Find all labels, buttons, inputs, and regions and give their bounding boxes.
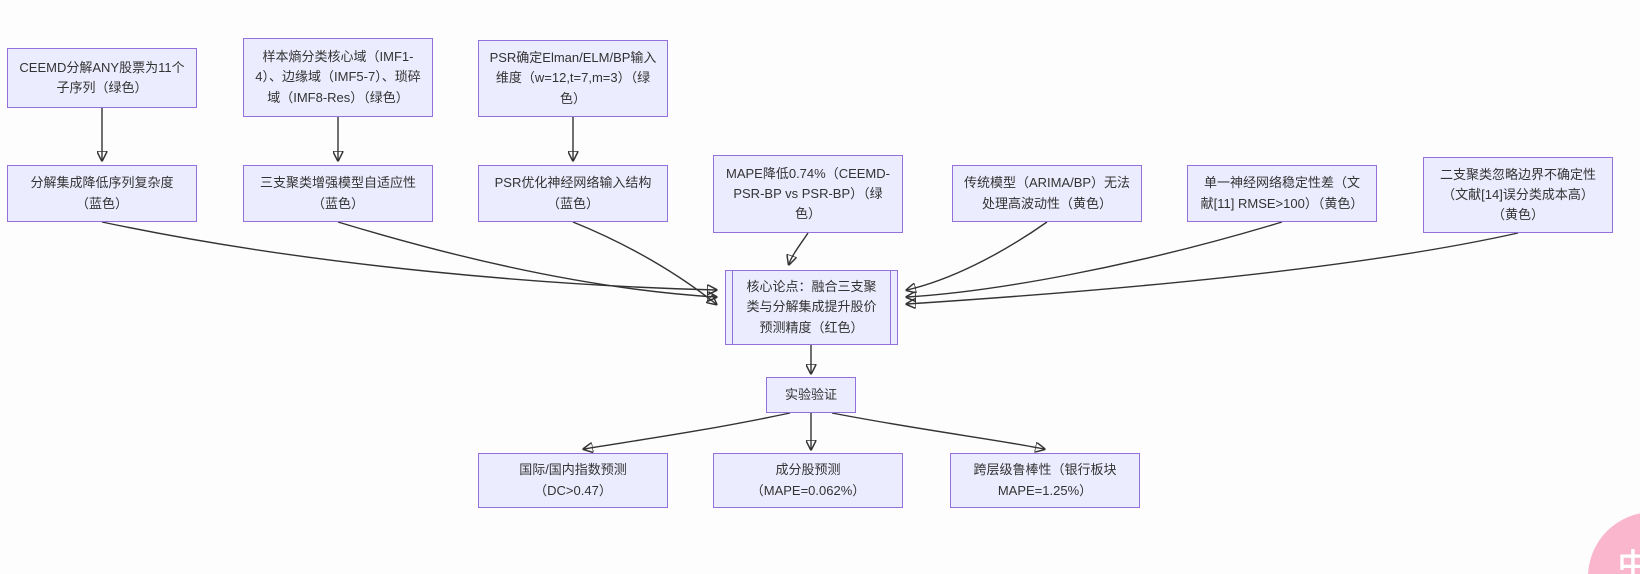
edge-input-to-core [572, 221, 716, 304]
node-cross-level-robustness: 跨层级鲁棒性（银行板块 MAPE=1.25%） [950, 453, 1140, 508]
translate-badge-label: 中A [1618, 549, 1640, 574]
node-three-way-clustering-adaptivity: 三支聚类增强模型自适应性（蓝色） [243, 165, 433, 222]
edge-cluster-to-core [337, 221, 716, 297]
node-index-prediction: 国际/国内指数预测（DC>0.47） [478, 453, 668, 508]
node-traditional-model-limits: 传统模型（ARIMA/BP）无法处理高波动性（黄色） [952, 165, 1142, 222]
translate-badge-icon[interactable]: 中A [1588, 512, 1640, 574]
node-constituent-stock-prediction: 成分股预测（MAPE=0.062%） [713, 453, 903, 508]
node-decomposition-reduces-complexity: 分解集成降低序列复杂度（蓝色） [7, 165, 197, 222]
node-psr-optimizes-input: PSR优化神经网络输入结构（蓝色） [478, 165, 668, 222]
node-core-thesis: 核心论点：融合三支聚类与分解集成提升股价预测精度（红色） [725, 270, 898, 345]
edge-experiment-to-index [584, 412, 791, 449]
edge-singlenn-to-core [907, 221, 1283, 297]
node-single-nn-instability: 单一神经网络稳定性差（文献[11] RMSE>100）（黄色） [1187, 165, 1377, 222]
node-experiment-validation: 实验验证 [766, 377, 856, 413]
node-two-way-clustering-limits: 二支聚类忽略边界不确定性（文献[14]误分类成本高）（黄色） [1423, 157, 1613, 233]
node-ceemd-decompose: CEEMD分解ANY股票为11个子序列（绿色） [7, 48, 197, 108]
edge-mape-to-core [789, 232, 809, 264]
edge-traditional-to-core [907, 221, 1048, 290]
edge-experiment-to-robustness [831, 412, 1044, 449]
edge-decomp-to-core [101, 221, 716, 290]
node-mape-reduction: MAPE降低0.74%（CEEMD-PSR-BP vs PSR-BP）（绿色） [713, 155, 903, 233]
node-psr-input-dimension: PSR确定Elman/ELM/BP输入维度（w=12,t=7,m=3）（绿色） [478, 40, 668, 117]
edge-twoway-to-core [907, 232, 1519, 304]
node-sample-entropy-domains: 样本熵分类核心域（IMF1-4）、边缘域（IMF5-7）、琐碎域（IMF8-Re… [243, 38, 433, 117]
